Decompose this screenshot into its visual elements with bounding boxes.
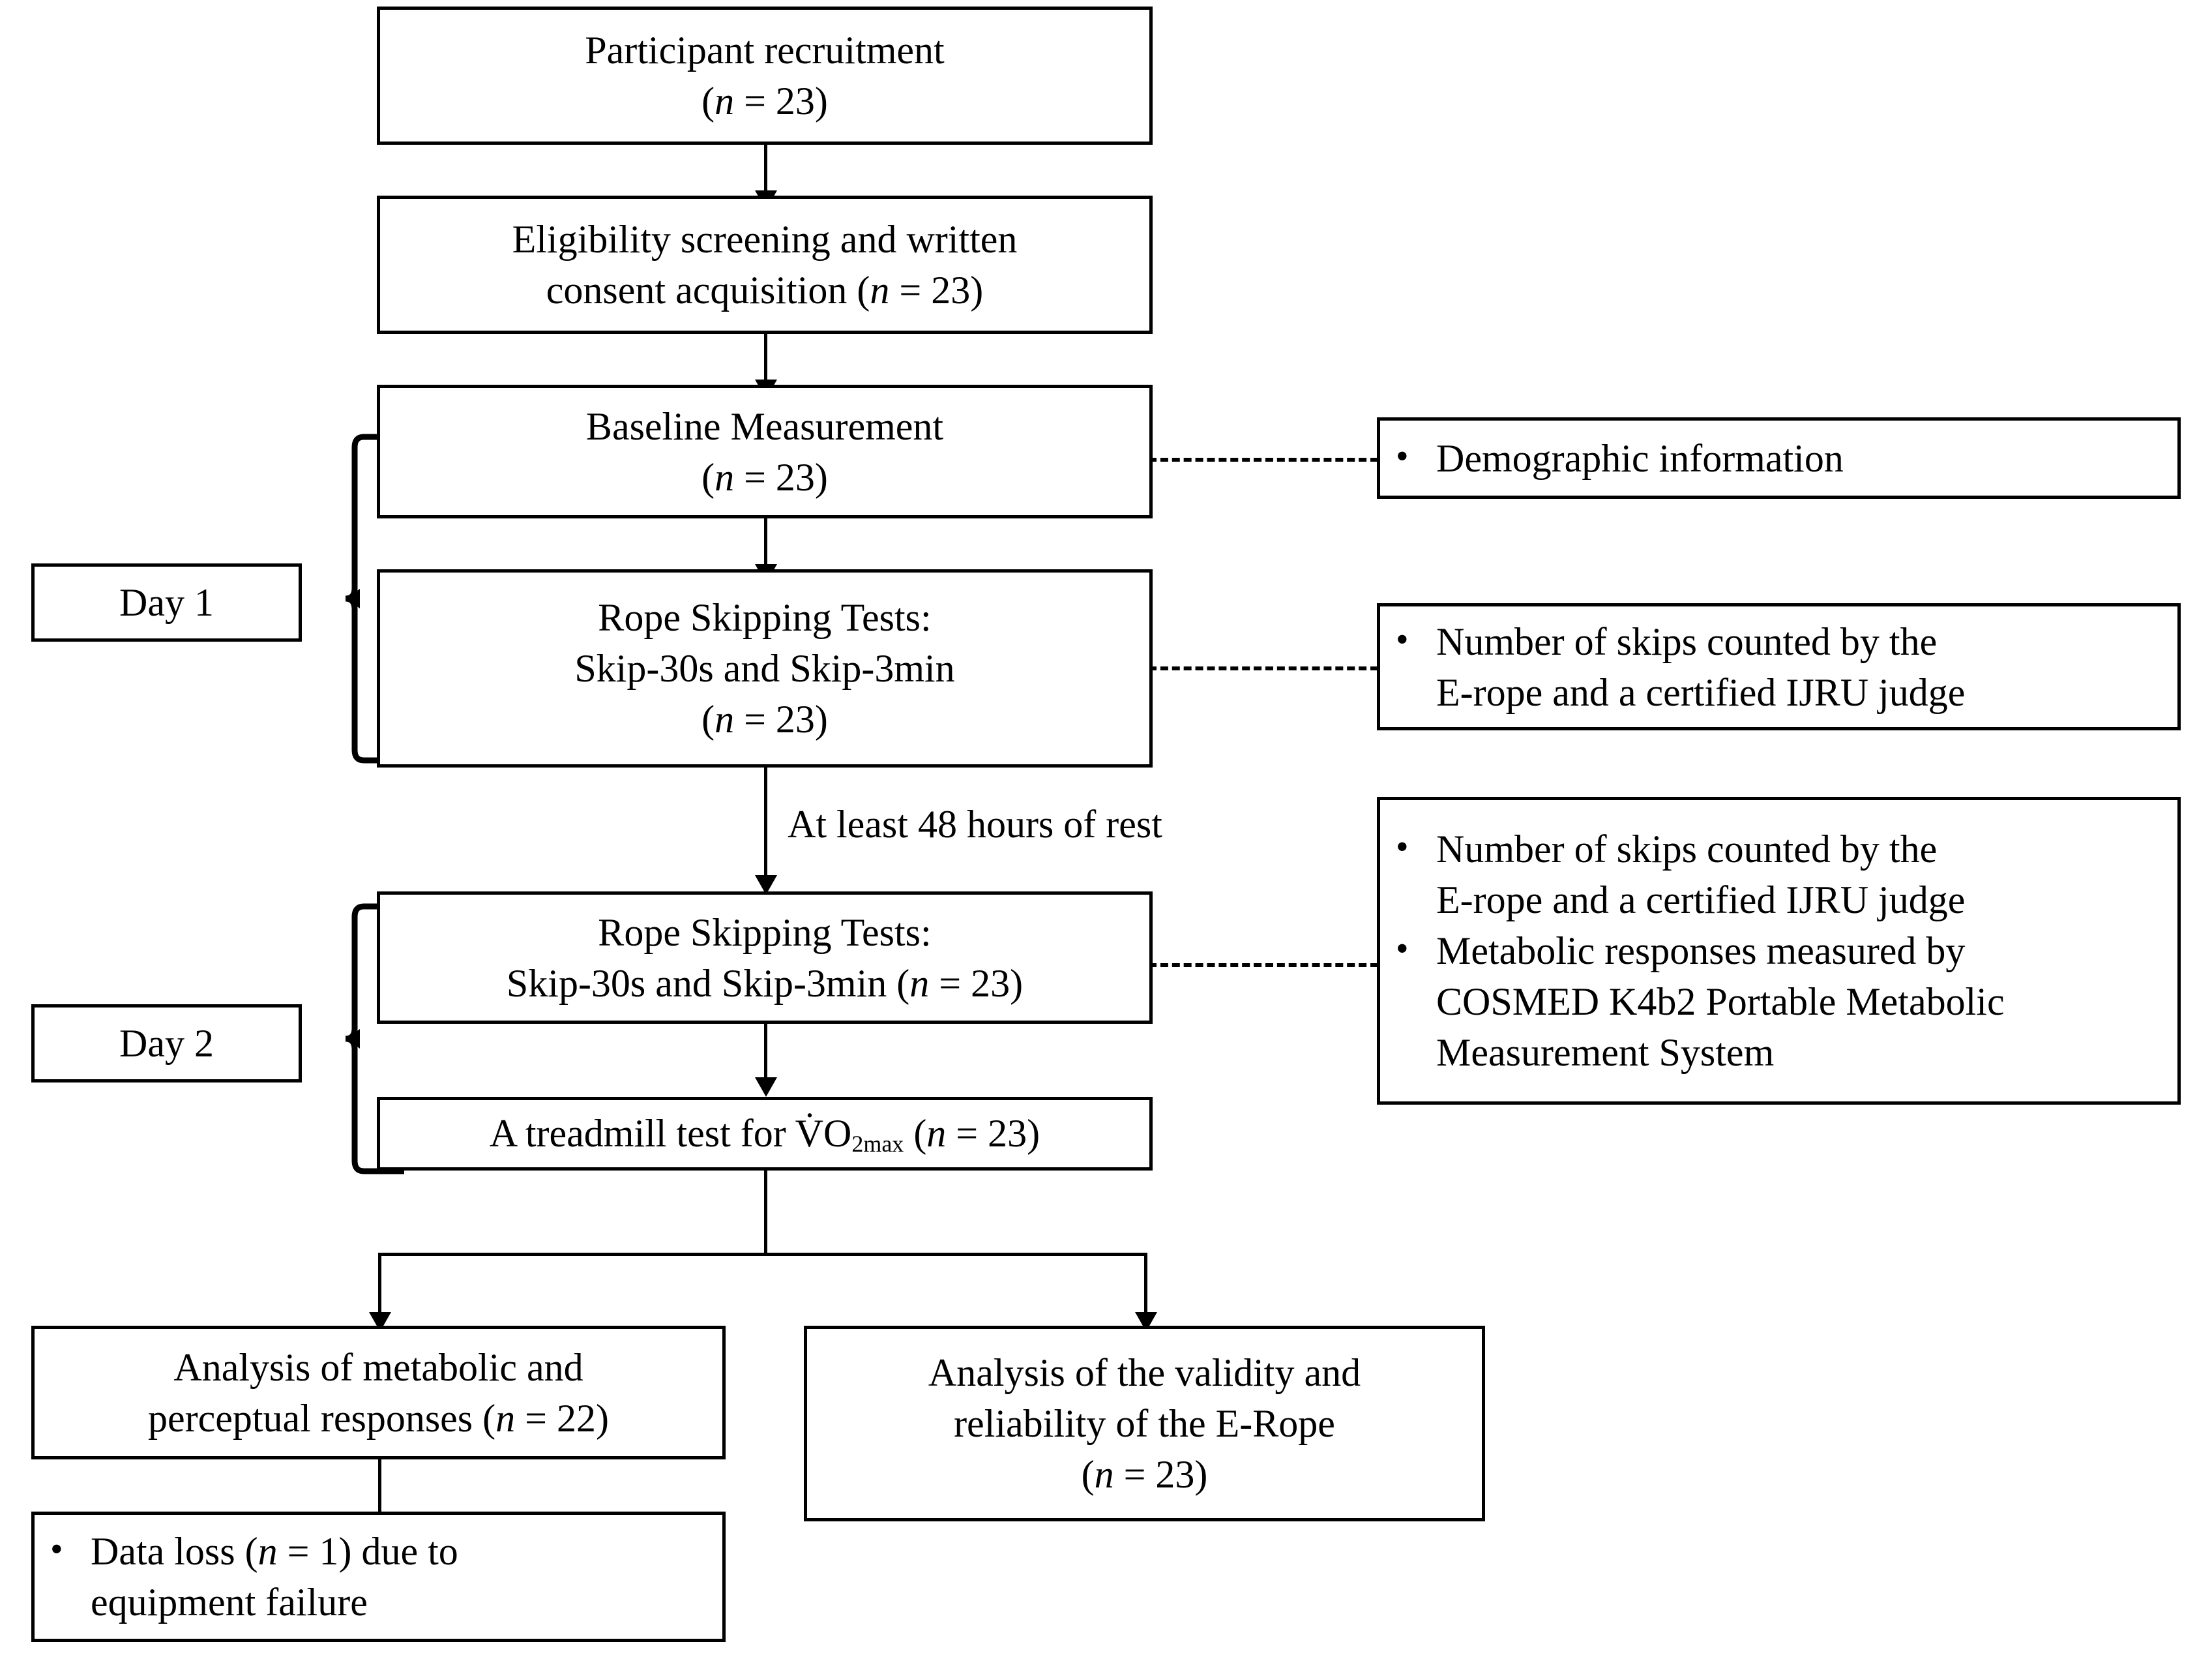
- node-eligibility-screening[interactable]: Eligibility screening and written consen…: [377, 196, 1153, 334]
- day1-measures-line-1: Number of skips counted by the: [1436, 620, 1938, 663]
- edge-label-rest: At least 48 hours of rest: [788, 803, 1162, 846]
- connector-rope-day2-to-treadmill: [764, 1024, 767, 1086]
- analysis-validity-line-2: reliability of the E-Rope: [954, 1402, 1335, 1445]
- dashed-connector-rope-day1-to-measures: [1149, 666, 1378, 670]
- callout-day1-measures[interactable]: • Number of skips counted by the E-rope …: [1377, 603, 2181, 730]
- day2-measures-b1-line-1: Number of skips counted by the: [1436, 828, 1938, 871]
- connector-branch-left: [378, 1253, 381, 1318]
- treadmill-line-1: A treadmill test for V̇O2max (n = 23): [489, 1112, 1040, 1157]
- bullet-row: • Number of skips counted by the E-rope …: [1396, 616, 2166, 718]
- day2-brace: [345, 903, 404, 1174]
- demographic-line-1: Demographic information: [1436, 436, 1844, 480]
- connector-rope-day1-to-rope-day2: [764, 768, 767, 891]
- analysis-metabolic-line-1: Analysis of metabolic and: [173, 1345, 583, 1389]
- connector-baseline-to-rope-day1: [764, 518, 767, 569]
- day1-brace: [345, 434, 404, 764]
- data-loss-line-2: equipment failure: [91, 1581, 368, 1624]
- connector-branch-right: [1144, 1253, 1147, 1318]
- rope-day2-line-2: Skip-30s and Skip-3min (n = 23): [506, 961, 1024, 1005]
- connector-recruitment-to-screening: [764, 145, 767, 196]
- node-analysis-metabolic-text: Analysis of metabolic and perceptual res…: [35, 1342, 722, 1444]
- rope-day1-line-1: Rope Skipping Tests:: [598, 596, 932, 639]
- data-loss-line-1: Data loss (n = 1) due to: [91, 1530, 458, 1573]
- node-rope-skipping-day1[interactable]: Rope Skipping Tests: Skip-30s and Skip-3…: [377, 569, 1153, 768]
- callout-demographic-information[interactable]: • Demographic information: [1377, 417, 2181, 499]
- bullet-row: • Number of skips counted by the E-rope …: [1396, 824, 2166, 925]
- recruitment-line-2: (n = 23): [701, 80, 828, 123]
- node-treadmill-test-text: A treadmill test for V̇O2max (n = 23): [380, 1108, 1149, 1159]
- node-rope-skipping-day2-text: Rope Skipping Tests: Skip-30s and Skip-3…: [380, 907, 1149, 1009]
- bullet-text: Demographic information: [1436, 433, 2166, 484]
- node-eligibility-screening-text: Eligibility screening and written consen…: [380, 214, 1149, 316]
- connector-analysis-to-dataloss: [378, 1459, 381, 1512]
- bullet-text: Number of skips counted by the E-rope an…: [1436, 616, 2166, 718]
- analysis-validity-line-1: Analysis of the validity and: [928, 1351, 1361, 1394]
- node-participant-recruitment-text: Participant recruitment (n = 23): [380, 25, 1149, 127]
- bullet-text: Metabolic responses measured by COSMED K…: [1436, 925, 2166, 1078]
- arrowhead-rope-day2-to-treadmill: [755, 1077, 777, 1097]
- label-day-1: Day 1: [31, 563, 302, 642]
- label-day-2-text: Day 2: [119, 1021, 214, 1065]
- day2-measures-b2-line-1: Metabolic responses measured by: [1436, 929, 1966, 972]
- rope-day1-line-3: (n = 23): [701, 698, 828, 741]
- bullet-icon: •: [1396, 827, 1409, 867]
- day1-measures-line-2: E-rope and a certified IJRU judge: [1436, 670, 1966, 714]
- analysis-validity-line-3: (n = 23): [1081, 1453, 1208, 1496]
- node-participant-recruitment[interactable]: Participant recruitment (n = 23): [377, 7, 1153, 145]
- bullet-row: • Data loss (n = 1) due to equipment fai…: [50, 1526, 711, 1628]
- node-rope-skipping-day1-text: Rope Skipping Tests: Skip-30s and Skip-3…: [380, 592, 1149, 745]
- day2-measures-b2-line-3: Measurement System: [1436, 1031, 1775, 1074]
- dashed-connector-baseline-to-demographic: [1149, 458, 1378, 462]
- bullet-text: Data loss (n = 1) due to equipment failu…: [91, 1526, 711, 1628]
- node-analysis-validity-text: Analysis of the validity and reliability…: [807, 1347, 1482, 1500]
- bullet-icon: •: [50, 1529, 63, 1570]
- callout-data-loss[interactable]: • Data loss (n = 1) due to equipment fai…: [31, 1512, 726, 1642]
- screening-line-2: consent acquisition (n = 23): [546, 269, 984, 312]
- node-rope-skipping-day2[interactable]: Rope Skipping Tests: Skip-30s and Skip-3…: [377, 891, 1153, 1024]
- day2-measures-b2-line-2: COSMED K4b2 Portable Metabolic: [1436, 980, 2005, 1023]
- dashed-connector-rope-day2-to-measures: [1149, 963, 1378, 967]
- day2-measures-b1-line-2: E-rope and a certified IJRU judge: [1436, 878, 1966, 921]
- rope-day2-line-1: Rope Skipping Tests:: [598, 910, 932, 954]
- node-analysis-validity[interactable]: Analysis of the validity and reliability…: [804, 1326, 1485, 1521]
- baseline-line-2: (n = 23): [701, 455, 828, 499]
- callout-day2-measures[interactable]: • Number of skips counted by the E-rope …: [1377, 797, 2181, 1105]
- bullet-row: • Metabolic responses measured by COSMED…: [1396, 925, 2166, 1078]
- label-day-2: Day 2: [31, 1004, 302, 1082]
- bullet-icon: •: [1396, 929, 1409, 969]
- node-baseline-measurement-text: Baseline Measurement (n = 23): [380, 401, 1149, 503]
- bullet-icon: •: [1396, 436, 1409, 477]
- connector-branch-bar: [378, 1253, 1147, 1256]
- bullet-text: Number of skips counted by the E-rope an…: [1436, 824, 2166, 925]
- connector-screening-to-baseline: [764, 334, 767, 385]
- recruitment-line-1: Participant recruitment: [585, 29, 945, 72]
- baseline-line-1: Baseline Measurement: [585, 404, 944, 448]
- bullet-row: • Demographic information: [1396, 433, 2166, 484]
- node-treadmill-test[interactable]: A treadmill test for V̇O2max (n = 23): [377, 1097, 1153, 1171]
- analysis-metabolic-line-2: perceptual responses (n = 22): [148, 1396, 609, 1440]
- rope-day1-line-2: Skip-30s and Skip-3min: [574, 647, 955, 690]
- label-day-1-text: Day 1: [119, 580, 214, 624]
- connector-treadmill-stem: [764, 1171, 767, 1255]
- node-analysis-metabolic[interactable]: Analysis of metabolic and perceptual res…: [31, 1326, 726, 1459]
- node-baseline-measurement[interactable]: Baseline Measurement (n = 23): [377, 385, 1153, 518]
- screening-line-1: Eligibility screening and written: [512, 218, 1018, 261]
- bullet-icon: •: [1396, 619, 1409, 660]
